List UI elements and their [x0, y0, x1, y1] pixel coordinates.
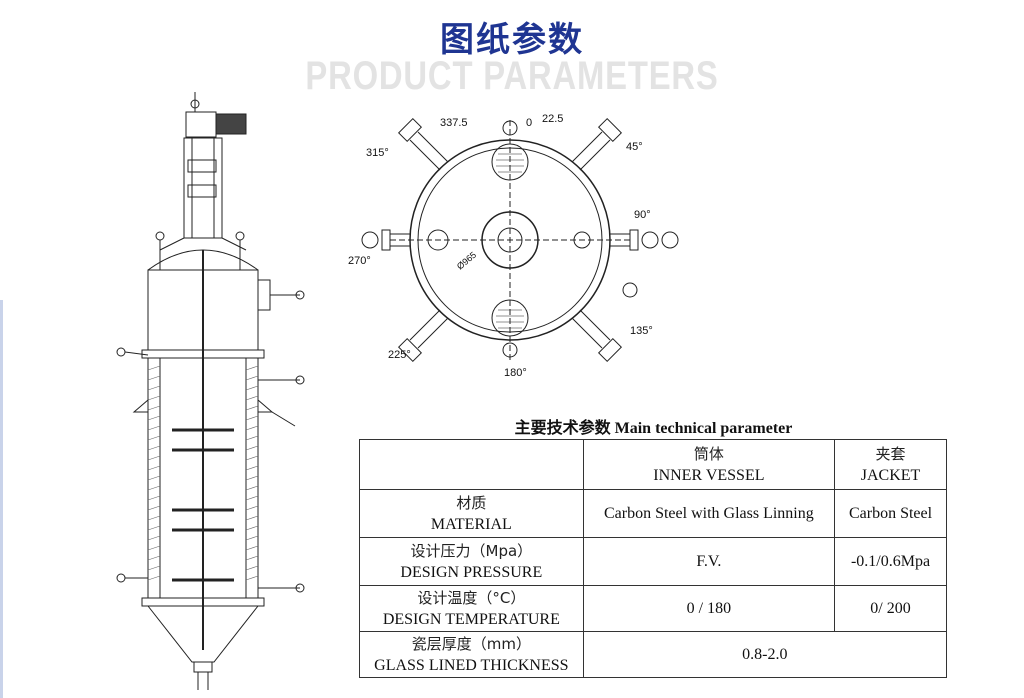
- cell-merged-thickness: 0.8-2.0: [582, 631, 948, 678]
- header-jacket-cn: 夹套: [875, 444, 906, 463]
- cell-inner: Carbon Steel with Glass Linning: [582, 489, 836, 538]
- row-label-en: MATERIAL: [430, 515, 512, 533]
- angle-225: 225°: [388, 349, 411, 361]
- angle-22-5: 22.5: [542, 113, 563, 125]
- row-label: 材质 MATERIAL: [359, 489, 584, 538]
- row-label-cn: 设计温度（°C）: [417, 588, 526, 607]
- cell-jacket: -0.1/0.6Mpa: [834, 537, 947, 586]
- row-label-en: DESIGN PRESSURE: [400, 563, 543, 581]
- table-row-design-pressure: 设计压力（Mpa） DESIGN PRESSURE F.V. -0.1/0.6M…: [359, 537, 947, 586]
- row-label-cn: 材质: [456, 493, 487, 512]
- nozzle-orientation-plan: 337.5 0 22.5 45° 90° 135° 180° 225° 270°…: [348, 113, 679, 379]
- angle-90: 90°: [634, 209, 651, 221]
- page-title-en: PRODUCT PARAMETERS: [305, 54, 719, 98]
- diagonal-nozzles: [397, 117, 623, 363]
- angle-270: 270°: [348, 255, 371, 267]
- angle-135: 135°: [630, 325, 653, 337]
- header-inner-en: INNER VESSEL: [653, 466, 765, 484]
- cell-jacket: Carbon Steel: [834, 489, 947, 538]
- table-header-row: 筒体 INNER VESSEL 夹套 JACKET: [359, 439, 947, 490]
- page-title-cn: 图纸参数: [440, 20, 584, 60]
- header-cell-inner-vessel: 筒体 INNER VESSEL: [582, 439, 836, 490]
- table-row-glass-lined-thickness: 瓷层厚度（mm） GLASS LINED THICKNESS 0.8-2.0: [359, 631, 948, 678]
- jacket-coils: [147, 365, 259, 581]
- cell-jacket: 0/ 200: [834, 585, 947, 632]
- row-label-en: GLASS LINED THICKNESS: [374, 656, 569, 674]
- left-edge-bar: [0, 300, 3, 698]
- cell-inner: 0 / 180: [582, 585, 836, 632]
- motor: [215, 113, 247, 135]
- header-cell-empty: [359, 439, 584, 490]
- angle-337-5: 337.5: [440, 117, 468, 129]
- angle-315: 315°: [366, 147, 389, 159]
- manway-bottom: [491, 299, 529, 337]
- row-label-cn: 设计压力（Mpa）: [410, 541, 533, 560]
- row-label-cn: 瓷层厚度（mm）: [411, 634, 531, 653]
- table-title: 主要技术参数 Main technical parameter: [514, 420, 793, 437]
- drive-tower: [183, 137, 223, 239]
- angle-45: 45°: [626, 141, 643, 153]
- row-label: 设计压力（Mpa） DESIGN PRESSURE: [359, 537, 584, 586]
- angle-0: 0: [526, 117, 532, 129]
- vessel-elevation-drawing: [116, 92, 305, 690]
- header-inner-cn: 筒体: [693, 444, 724, 463]
- manway-top: [491, 143, 529, 181]
- header-jacket-en: JACKET: [860, 466, 921, 484]
- technical-parameter-table: 筒体 INNER VESSEL 夹套 JACKET 材质 MATERIAL Ca…: [359, 439, 948, 678]
- diameter-dimension: Ø965: [455, 250, 478, 272]
- angle-180: 180°: [504, 367, 527, 379]
- row-label: 设计温度（°C） DESIGN TEMPERATURE: [359, 585, 584, 632]
- header-cell-jacket: 夹套 JACKET: [834, 439, 947, 490]
- table-row-material: 材质 MATERIAL Carbon Steel with Glass Linn…: [359, 489, 947, 538]
- row-label-en: DESIGN TEMPERATURE: [382, 610, 560, 628]
- table-row-design-temperature: 设计温度（°C） DESIGN TEMPERATURE 0 / 180 0/ 2…: [359, 585, 947, 632]
- drive-unit: [185, 111, 217, 138]
- cell-inner: F.V.: [582, 537, 836, 586]
- row-label: 瓷层厚度（mm） GLASS LINED THICKNESS: [359, 631, 584, 678]
